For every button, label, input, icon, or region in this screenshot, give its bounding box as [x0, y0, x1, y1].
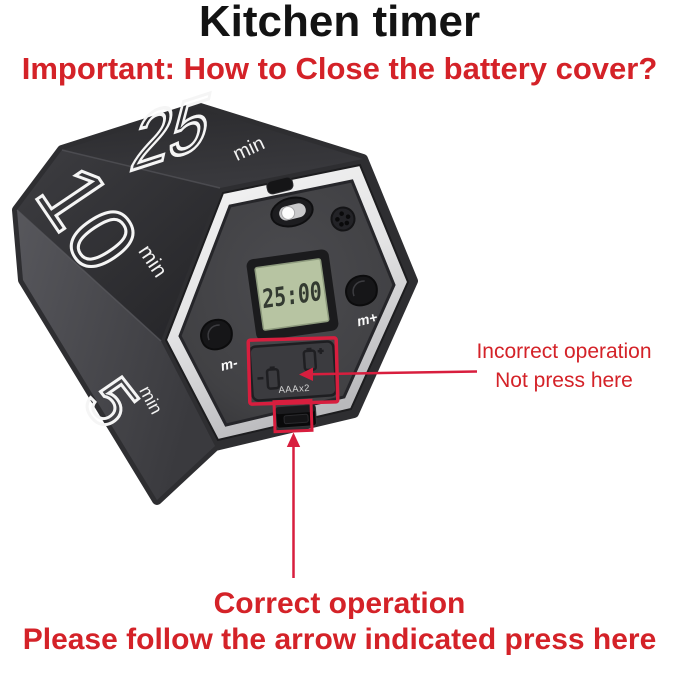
plus-button-label: m+ — [355, 309, 379, 330]
correct-operation-note: Correct operation Please follow the arro… — [0, 586, 679, 658]
switch-icon — [270, 196, 314, 228]
battery-cover: AAAx2 — [248, 340, 338, 402]
incorrect-operation-line2: Not press here — [495, 369, 633, 392]
incorrect-arrow-icon — [299, 367, 478, 381]
minus-button — [200, 318, 233, 351]
svg-text:m-: m- — [219, 354, 240, 374]
highlight-rect-battery-cover — [246, 336, 340, 406]
battery-minus-icon — [257, 366, 281, 390]
hinge-notch — [266, 176, 294, 195]
page-subtitle: Important: How to Close the battery cove… — [21, 51, 658, 86]
plus-button — [345, 274, 378, 307]
speaker-icon — [330, 206, 356, 232]
battery-capacity-label: AAAx2 — [278, 383, 310, 396]
correct-operation-line2: Please follow the arrow indicated press … — [22, 623, 657, 656]
page-title: Kitchen timer — [198, 0, 481, 46]
face-10 — [17, 150, 220, 341]
face-5 — [17, 210, 215, 500]
lcd-display: 25:00 — [246, 249, 339, 341]
correct-operation-line1: Correct operation — [213, 587, 466, 620]
incorrect-operation-line1: Incorrect operation — [476, 340, 652, 363]
minus-button-label: m- — [219, 354, 240, 374]
correct-arrow-icon — [286, 432, 301, 578]
highlight-rect-latch — [272, 398, 314, 434]
incorrect-operation-note: Incorrect operation Not press here — [450, 337, 678, 395]
svg-text:m+: m+ — [355, 309, 379, 330]
